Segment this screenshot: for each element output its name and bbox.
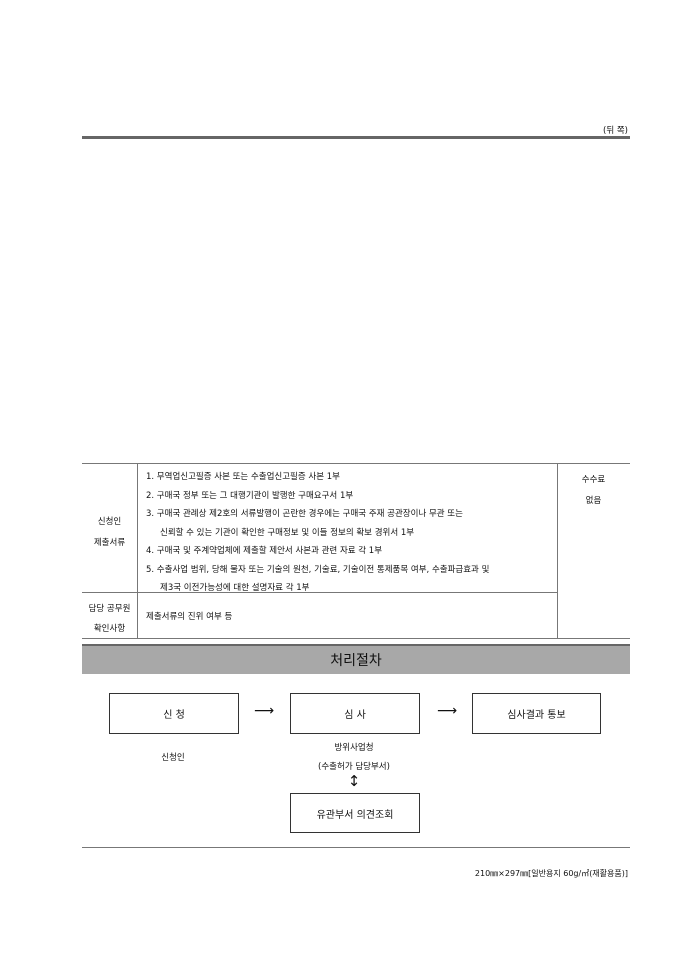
procedure-title: 처리절차 — [82, 644, 630, 674]
list-item: 1. 무역업신고필증 사본 또는 수출업신고필증 사본 1부 — [146, 472, 340, 482]
list-item: 2. 구매국 정부 또는 그 대행기관이 발행한 구매요구서 1부 — [146, 490, 354, 501]
applicant-label: 신청인 — [161, 753, 185, 763]
side-label: (뒤 쪽) — [603, 126, 628, 136]
agency-label: 방위사업청 — [334, 743, 374, 753]
list-item: 3. 구매국 관례상 제2호의 서류발행이 곤란한 경우에는 구매국 주재 공관… — [146, 509, 463, 519]
document-list: 1. 무역업신고필증 사본 또는 수출업신고필증 사본 1부 2. 구매국 정부… — [146, 468, 489, 598]
fee-value: 없음 — [585, 496, 602, 506]
arrow-right-icon: ⟶ — [437, 703, 458, 719]
bottom-divider — [82, 847, 630, 848]
top-divider — [82, 136, 630, 139]
list-item: 신뢰할 수 있는 기관이 확인한 구매정보 및 이들 정보의 확보 경위서 1부 — [160, 527, 415, 538]
list-item: 5. 수출사업 범위, 당해 물자 또는 기술의 원천, 기술료, 기술이전 통… — [146, 564, 490, 575]
step-notify: 심사결과 통보 — [472, 693, 601, 734]
step-review: 심 사 — [290, 693, 420, 734]
step-consult: 유관부서 의견조회 — [290, 793, 420, 833]
list-item: 제3국 이전가능성에 대한 설명자료 각 1부 — [160, 583, 310, 593]
agency-dept-label: (수출허가 담당부서) — [318, 762, 390, 772]
paper-spec: 210㎜×297㎜[일반용지 60g/㎡(재활용품)] — [474, 869, 628, 878]
arrow-right-icon: ⟶ — [254, 703, 275, 719]
fee-label: 수수료 — [581, 475, 606, 485]
official-check-content: 제출서류의 진위 여부 등 — [146, 612, 233, 622]
list-item: 4. 구매국 및 주계약업체에 제출할 제안서 사본과 관련 자료 각 1부 — [146, 546, 383, 556]
step-apply: 신 청 — [109, 693, 239, 734]
double-arrow-icon: ↕ — [347, 772, 361, 790]
